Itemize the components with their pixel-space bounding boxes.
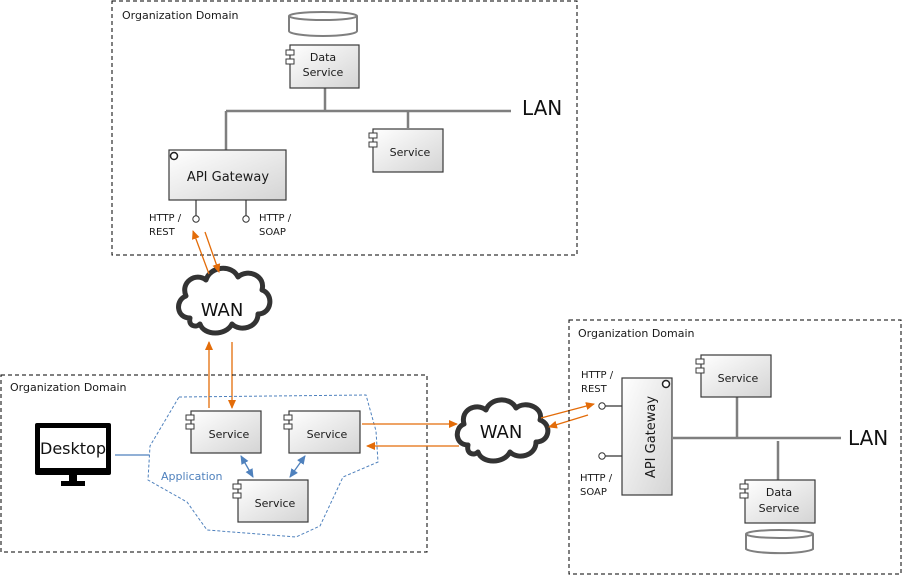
domain-top-boundary bbox=[111, 0, 578, 256]
component-top-api-gateway[interactable]: API Gateway bbox=[168, 149, 287, 201]
application-boundary bbox=[147, 394, 379, 538]
desktop[interactable]: Desktop bbox=[35, 423, 111, 486]
interface-label: HTTP / bbox=[581, 370, 614, 381]
domain-left-boundary bbox=[0, 374, 428, 553]
interface-rest-right[interactable]: HTTP / REST bbox=[581, 370, 622, 410]
component-app-service-3[interactable]: Service bbox=[232, 479, 309, 523]
gateway-port-icon bbox=[661, 379, 671, 389]
cloud-wan-right[interactable]: WAN bbox=[454, 397, 551, 464]
interface-label: REST bbox=[149, 227, 176, 238]
component-label: Service bbox=[209, 428, 250, 441]
cloud-wan-top[interactable]: WAN bbox=[176, 265, 273, 336]
lan-right bbox=[673, 397, 841, 480]
component-icon bbox=[285, 49, 295, 56]
interface-label: REST bbox=[581, 384, 608, 395]
cloud-icon bbox=[454, 397, 551, 464]
interface-lollipop-icon bbox=[242, 215, 250, 223]
component-right-data-service[interactable]: Data Service bbox=[739, 479, 816, 524]
component-app-service-1[interactable]: Service bbox=[185, 410, 262, 454]
domain-right-boundary bbox=[568, 319, 902, 575]
interface-soap-top[interactable]: HTTP / SOAP bbox=[242, 200, 292, 238]
cloud-label: WAN bbox=[201, 300, 244, 321]
component-label: Data bbox=[766, 486, 792, 499]
interface-lollipop-icon bbox=[598, 402, 606, 410]
domain-left-label: Organization Domain bbox=[10, 381, 127, 394]
database-icon bbox=[288, 11, 358, 37]
component-icon bbox=[283, 414, 293, 421]
cloud-icon bbox=[176, 265, 273, 336]
app-link-2-3 bbox=[289, 455, 306, 478]
lan-top bbox=[224, 88, 511, 150]
component-label: Service bbox=[303, 66, 344, 79]
desktop-label: Desktop bbox=[40, 439, 106, 458]
component-icon bbox=[695, 358, 705, 365]
component-right-api-gateway[interactable]: API Gateway bbox=[621, 377, 673, 496]
component-label: Data bbox=[310, 51, 336, 64]
lan-right-label: LAN bbox=[848, 426, 888, 450]
interface-lollipop-icon bbox=[598, 452, 606, 460]
component-icon bbox=[185, 414, 195, 421]
component-top-data-service[interactable]: Data Service bbox=[285, 44, 360, 89]
interface-label: SOAP bbox=[580, 487, 607, 498]
component-icon bbox=[368, 132, 378, 139]
component-icon bbox=[232, 483, 242, 490]
component-top-service[interactable]: Service bbox=[368, 128, 444, 173]
interface-lollipop-icon bbox=[192, 215, 200, 223]
component-label: Service bbox=[759, 502, 800, 515]
component-label: Service bbox=[718, 372, 759, 385]
app-link-1-3 bbox=[240, 455, 254, 478]
gateway-label: API Gateway bbox=[187, 170, 269, 185]
gateway-port-icon bbox=[169, 151, 179, 161]
component-label: Service bbox=[255, 497, 296, 510]
interface-rest-top[interactable]: HTTP / REST bbox=[149, 200, 200, 238]
application-label: Application bbox=[161, 470, 222, 483]
domain-top-label: Organization Domain bbox=[122, 9, 239, 22]
database-icon bbox=[745, 529, 814, 555]
interface-soap-right[interactable]: HTTP / SOAP bbox=[580, 452, 622, 498]
domain-left: Organization Domain Application Desktop … bbox=[0, 374, 428, 553]
gateway-label: API Gateway bbox=[644, 396, 659, 478]
component-icon bbox=[739, 483, 749, 490]
cloud-label: WAN bbox=[480, 422, 523, 443]
component-label: Service bbox=[307, 428, 348, 441]
interface-label: HTTP / bbox=[259, 213, 292, 224]
domain-right-label: Organization Domain bbox=[578, 327, 695, 340]
interface-label: HTTP / bbox=[149, 213, 182, 224]
component-right-service[interactable]: Service bbox=[695, 354, 772, 398]
domain-right: Organization Domain LAN API Gateway HTTP… bbox=[568, 319, 902, 575]
interface-label: SOAP bbox=[259, 227, 286, 238]
domain-top: Organization Domain LAN Data Service bbox=[111, 0, 578, 256]
component-app-service-2[interactable]: Service bbox=[283, 410, 361, 454]
lan-top-label: LAN bbox=[522, 96, 562, 120]
interface-label: HTTP / bbox=[580, 473, 613, 484]
component-label: Service bbox=[390, 146, 431, 159]
